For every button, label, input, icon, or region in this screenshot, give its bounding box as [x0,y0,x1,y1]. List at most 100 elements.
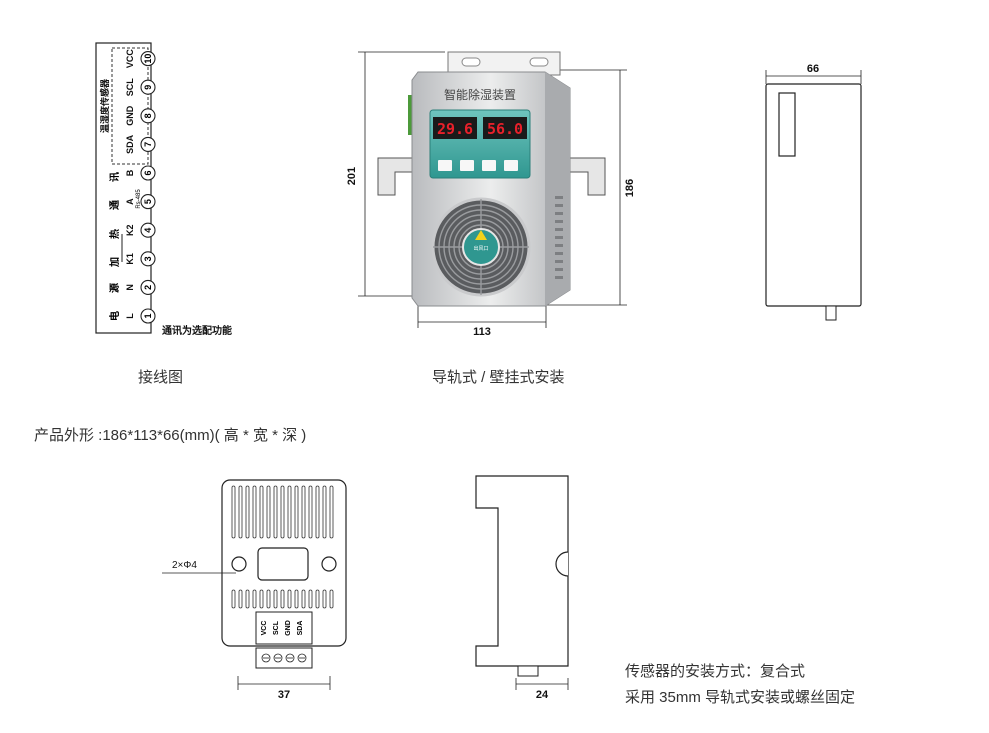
down-button[interactable] [482,160,496,171]
dim-height-outer: 201 [346,167,358,185]
sensor-vent-bottom [280,589,285,609]
display-left: 29.6 [437,120,473,138]
display-left-screen [433,117,477,139]
terminal-block-outline [95,42,152,334]
terminal-label: A [125,198,135,205]
dim-width: 113 [473,326,491,338]
sensor-vent-top [294,485,299,539]
pin-label: SCL [273,620,280,635]
terminal-circle [140,51,156,67]
side-vent [555,252,563,255]
sensor-vents [231,485,334,609]
terminal-label: K1 [125,253,135,265]
sensor-dim-width: 37 [278,689,290,701]
terminal-label: VCC [125,49,135,69]
device-front-view: 201 186 113 智能除湿装置 29.6 56.0 [346,51,636,338]
sensor-vent-top [259,485,264,539]
terminal-label: SCL [125,78,135,97]
terminal-circle [140,251,156,267]
terminal-number: 9 [143,85,153,90]
terminal-circle [140,308,156,324]
terminal-label: N [125,284,135,291]
display-right: 56.0 [487,120,523,138]
warning-text: 出风口 [473,245,488,252]
sensor-vent-bottom [301,589,306,609]
sensor-vent-bottom [238,589,243,609]
sensor-vent-top [308,485,313,539]
terminal-number: 8 [143,113,153,118]
device-side-face [545,72,570,306]
group-label: 源 [108,283,121,293]
rs485-tag: Rs-485 [136,189,142,209]
group-label: 加 [108,257,121,268]
terminal-number: 3 [143,256,153,261]
device-brand: 智能除湿装置 [444,87,516,102]
set-button[interactable] [438,160,452,171]
terminal-number: 1 [143,313,153,318]
power-button[interactable] [504,160,518,171]
warning-icon [475,230,487,240]
sensor-group-label: 温湿度传感器 [99,78,110,133]
sensor-vent-bottom [294,589,299,609]
wiring-diagram: 温湿度传感器 1L2N3K14K25A6B7SDA8GND9SCL10VCCRs… [95,42,232,337]
terminal-number: 7 [143,142,153,147]
wiring-caption: 接线图 [138,369,184,386]
side-slot [778,92,796,157]
terminal-label: B [125,169,135,176]
side-vent [555,228,563,231]
terminal-circle [140,79,156,95]
install-note-1: 传感器的安装方式：复合式 [625,663,806,680]
side-vents [555,196,563,279]
terminal-circle [140,279,156,295]
sensor-group-dashed-box [111,47,149,165]
sensor-side-notch [555,551,569,577]
sensor-vent-top [301,485,306,539]
side-vent [555,204,563,207]
sensor-vent-top [266,485,271,539]
side-vent [555,268,563,271]
terminal-label: SDA [125,134,135,154]
group-label: 电 [108,311,121,321]
sensor-vent-bottom [252,589,257,609]
up-button[interactable] [460,160,474,171]
spec-line: 产品外形 :186*113*66(mm)( 高 * 宽 * 深 ) [34,427,307,444]
side-vent [555,196,563,199]
mount-hole-right [321,556,337,572]
dim-depth: 66 [807,63,819,75]
device-side-view: 66 [765,63,862,321]
terminal-circle [140,222,156,238]
terminal-circle [140,165,156,181]
sensor-side-stub [517,665,539,677]
sensor-side-outline [475,475,569,667]
terminal-number: 2 [143,285,153,290]
terminal-number: 10 [143,54,153,64]
pin-label: VCC [261,621,268,636]
sensor-vent-bottom [273,589,278,609]
side-vent [555,276,563,279]
sensor-vent-bottom [329,589,334,609]
sensor-vent-top [322,485,327,539]
sensor-vent-bottom [245,589,250,609]
install-note-2: 采用 35mm 导轨式安装或螺丝固定 [625,689,856,706]
dim-height-inner: 186 [624,179,636,197]
sensor-vent-bottom [287,589,292,609]
side-vent [555,244,563,247]
mount-hole-left [231,556,247,572]
fan-grill [433,199,529,295]
hole-label: 2×Φ4 [172,560,197,571]
sensor-window [257,547,309,581]
pin-label: SDA [297,621,304,636]
terminal-number: 4 [143,228,153,233]
terminal-circle [140,108,156,124]
sensor-vent-top [252,485,257,539]
group-label: 通 [109,200,121,210]
sensor-vent-bottom [322,589,327,609]
group-label: 讯 [108,172,121,182]
terminal-number: 6 [143,170,153,175]
side-vent [555,220,563,223]
sensor-vent-top [238,485,243,539]
fan-hub [462,228,500,266]
sensor-vent-top [329,485,334,539]
